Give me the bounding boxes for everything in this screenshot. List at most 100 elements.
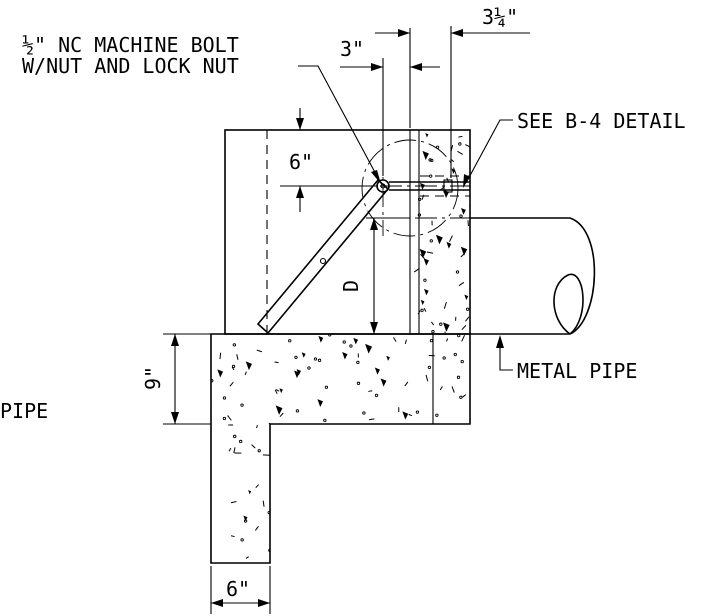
concrete-aggregate-mark bbox=[415, 410, 420, 414]
concrete-aggregate-mark bbox=[219, 352, 222, 360]
concrete-aggregate-mark bbox=[419, 248, 427, 259]
concrete-aggregate-mark bbox=[465, 484, 468, 489]
metal-pipe-label: METAL PIPE bbox=[517, 359, 637, 383]
concrete-aggregate-mark bbox=[345, 472, 350, 476]
concrete-aggregate-mark bbox=[368, 390, 373, 392]
concrete-aggregate-mark bbox=[435, 234, 443, 245]
concrete-aggregate-mark bbox=[310, 550, 315, 558]
concrete-aggregate-mark bbox=[301, 352, 306, 358]
dim-6-top-label: 6" bbox=[289, 150, 313, 174]
concrete-aggregate-mark bbox=[231, 364, 236, 369]
concrete-aggregate-mark bbox=[360, 506, 366, 515]
concrete-aggregate-mark bbox=[416, 462, 423, 467]
concrete-aggregate-mark bbox=[288, 339, 292, 343]
concrete-hatch bbox=[211, 334, 470, 563]
concrete-aggregate-mark bbox=[443, 301, 447, 309]
concrete-aggregate-mark bbox=[416, 428, 420, 432]
concrete-aggregate-mark bbox=[424, 288, 429, 296]
concrete-aggregate-mark bbox=[270, 477, 278, 488]
backfill-block bbox=[224, 129, 471, 335]
concrete-aggregate-mark bbox=[275, 389, 280, 392]
concrete-aggregate-mark bbox=[233, 434, 237, 439]
concrete-aggregate-mark bbox=[322, 445, 327, 450]
dimension-6in-top bbox=[280, 108, 378, 212]
concrete-aggregate-mark bbox=[323, 418, 327, 423]
concrete-aggregate-mark bbox=[455, 270, 460, 274]
concrete-aggregate-mark bbox=[462, 518, 466, 523]
concrete-aggregate-mark bbox=[425, 133, 429, 138]
concrete-aggregate-mark bbox=[318, 335, 324, 343]
concrete-aggregate-mark bbox=[337, 454, 342, 458]
concrete-aggregate-mark bbox=[460, 253, 465, 258]
concrete-aggregate-mark bbox=[343, 536, 347, 540]
concrete-aggregate-mark bbox=[293, 450, 297, 458]
metal-pipe-leader bbox=[496, 335, 513, 371]
concrete-aggregate-mark bbox=[438, 441, 441, 447]
concrete-aggregate-mark bbox=[429, 239, 433, 243]
concrete-aggregate-mark bbox=[461, 334, 466, 342]
concrete-aggregate-mark bbox=[449, 506, 455, 514]
concrete-aggregate-mark bbox=[328, 334, 332, 337]
concrete-aggregate-mark bbox=[295, 409, 300, 413]
concrete-aggregate-mark bbox=[356, 360, 360, 365]
concrete-aggregate-mark bbox=[444, 453, 448, 457]
concrete-aggregate-mark bbox=[460, 246, 468, 256]
concrete-aggregate-mark bbox=[388, 530, 392, 535]
concrete-aggregate-mark bbox=[279, 412, 284, 418]
concrete-aggregate-mark bbox=[374, 393, 379, 398]
concrete-aggregate-mark bbox=[414, 495, 417, 500]
concrete-aggregate-mark bbox=[379, 423, 387, 433]
bolt-label-line2: W/NUT AND LOCK NUT bbox=[22, 54, 239, 78]
concrete-aggregate-mark bbox=[435, 466, 439, 471]
concrete-aggregate-mark bbox=[431, 330, 435, 334]
concrete-aggregate-mark bbox=[392, 552, 397, 556]
concrete-aggregate-mark bbox=[377, 432, 381, 438]
see-detail-label: SEE B-4 DETAIL bbox=[517, 109, 686, 133]
concrete-aggregate-mark bbox=[230, 501, 237, 504]
dim-3-1-4-label: 3¼" bbox=[482, 5, 518, 29]
concrete-aggregate-mark bbox=[317, 399, 324, 408]
concrete-aggregate-mark bbox=[407, 467, 415, 478]
concrete-aggregate-mark bbox=[417, 197, 422, 202]
concrete-aggregate-mark bbox=[378, 532, 383, 536]
concrete-aggregate-mark bbox=[459, 395, 463, 399]
concrete-aggregate-mark bbox=[451, 531, 457, 539]
concrete-aggregate-mark bbox=[422, 150, 429, 160]
concrete-aggregate-mark bbox=[217, 369, 224, 378]
concrete-aggregate-mark bbox=[274, 389, 278, 394]
concrete-aggregate-mark bbox=[396, 491, 402, 495]
concrete-aggregate-mark bbox=[339, 494, 347, 505]
concrete-aggregate-mark bbox=[465, 316, 470, 322]
concrete-aggregate-mark bbox=[243, 515, 248, 522]
concrete-aggregate-mark bbox=[305, 514, 311, 519]
concrete-aggregate-mark bbox=[396, 477, 400, 481]
concrete-aggregate-mark bbox=[356, 381, 361, 385]
concrete-aggregate-mark bbox=[301, 501, 306, 506]
concrete-aggregate-mark bbox=[349, 344, 353, 348]
concrete-aggregate-mark bbox=[444, 331, 446, 334]
metal-pipe bbox=[470, 217, 596, 335]
concrete-aggregate-mark bbox=[255, 484, 259, 489]
concrete-aggregate-mark bbox=[417, 440, 421, 444]
concrete-aggregate-mark bbox=[461, 325, 467, 331]
concrete-aggregate-mark bbox=[404, 381, 409, 387]
concrete-aggregate-mark bbox=[423, 258, 429, 266]
dimension-d bbox=[366, 217, 410, 334]
concrete-aggregate-mark bbox=[386, 355, 390, 361]
dimension-9in bbox=[163, 333, 211, 425]
concrete-aggregate-mark bbox=[240, 403, 244, 407]
concrete-aggregate-mark bbox=[275, 405, 283, 415]
concrete-aggregate-mark bbox=[342, 351, 348, 360]
concrete-aggregate-mark bbox=[312, 491, 317, 497]
concrete-aggregate-mark bbox=[350, 559, 354, 563]
concrete-aggregate-mark bbox=[425, 374, 429, 382]
concrete-aggregate-mark bbox=[342, 340, 346, 344]
concrete-aggregate-mark bbox=[401, 436, 405, 441]
dim-6-bottom-label: 6" bbox=[226, 577, 250, 601]
dim-3-label: 3" bbox=[340, 37, 364, 61]
concrete-aggregate-mark bbox=[431, 321, 435, 326]
concrete-aggregate-mark bbox=[244, 371, 247, 375]
concrete-aggregate-mark bbox=[256, 349, 263, 353]
concrete-aggregate-mark bbox=[428, 158, 432, 162]
